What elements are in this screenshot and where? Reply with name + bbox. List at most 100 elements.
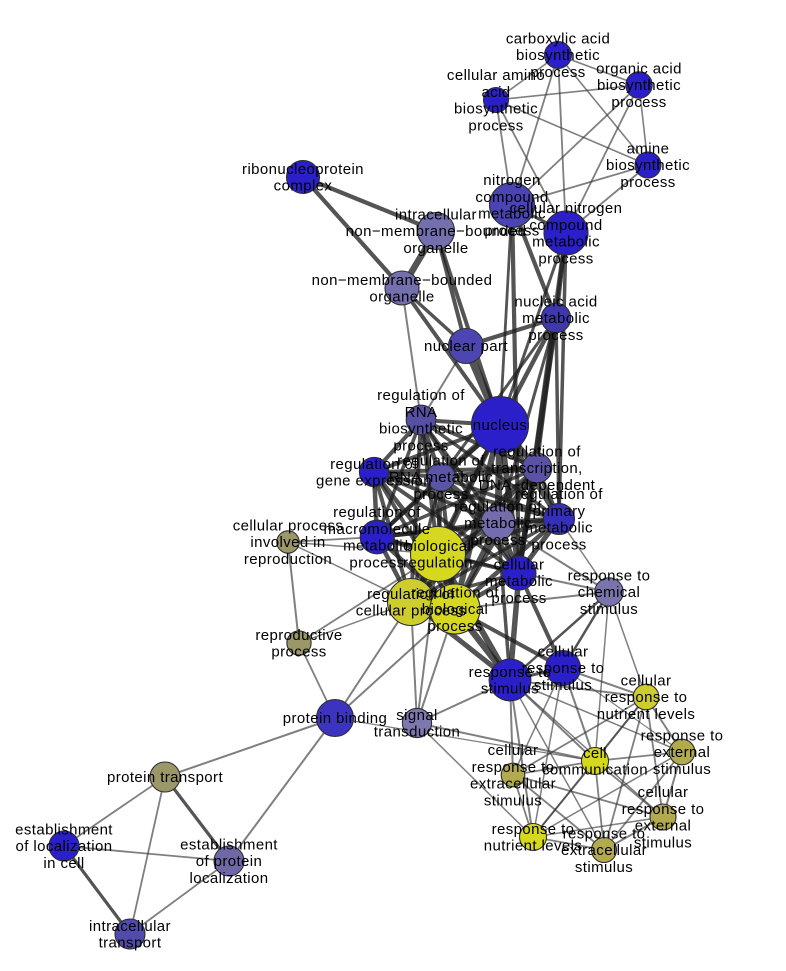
svg-text:compound: compound: [529, 217, 602, 234]
svg-text:nutrient levels: nutrient levels: [484, 838, 583, 855]
svg-text:intracellular: intracellular: [395, 206, 477, 223]
svg-text:response to: response to: [469, 664, 552, 681]
svg-text:regulation of: regulation of: [515, 486, 603, 503]
svg-text:macromolecule: macromolecule: [324, 521, 431, 538]
svg-text:nuclear part: nuclear part: [424, 338, 508, 355]
svg-text:cellular process: cellular process: [356, 603, 467, 620]
svg-text:in cell: in cell: [43, 855, 84, 872]
svg-text:stimulus: stimulus: [653, 761, 711, 778]
svg-text:transcription,: transcription,: [491, 460, 582, 477]
svg-text:cellular process: cellular process: [233, 517, 344, 534]
svg-text:biosynthetic: biosynthetic: [606, 157, 690, 174]
svg-text:process: process: [427, 618, 482, 635]
svg-text:process: process: [491, 590, 546, 607]
svg-text:response to: response to: [492, 821, 575, 838]
svg-text:DNA−dependent: DNA−dependent: [479, 477, 596, 494]
svg-text:compound: compound: [475, 189, 548, 206]
svg-text:communication: communication: [542, 762, 648, 779]
svg-text:cellular: cellular: [488, 742, 539, 759]
svg-text:cellular nitrogen: cellular nitrogen: [510, 200, 623, 217]
svg-text:organelle: organelle: [403, 240, 468, 257]
svg-text:reproductive: reproductive: [255, 627, 342, 644]
svg-text:process: process: [413, 486, 468, 503]
svg-text:cellular: cellular: [638, 784, 689, 801]
svg-text:process: process: [620, 174, 675, 191]
svg-text:nutrient levels: nutrient levels: [597, 706, 696, 723]
svg-text:metabolic: metabolic: [532, 234, 600, 251]
svg-text:regulation of: regulation of: [330, 456, 418, 473]
svg-text:process: process: [470, 532, 525, 549]
svg-text:transduction: transduction: [374, 724, 461, 741]
svg-text:regulation: regulation: [403, 555, 473, 572]
svg-text:metabolic: metabolic: [522, 310, 590, 327]
svg-text:transport: transport: [99, 935, 162, 952]
svg-text:biosynthetic: biosynthetic: [379, 421, 463, 438]
svg-text:regulation of: regulation of: [333, 504, 421, 521]
svg-text:process: process: [538, 250, 593, 267]
svg-text:response to: response to: [568, 567, 651, 584]
svg-text:establishment: establishment: [180, 836, 278, 853]
svg-text:regulation of: regulation of: [493, 443, 581, 460]
svg-text:nucleus: nucleus: [473, 417, 528, 434]
svg-text:process: process: [484, 222, 539, 239]
svg-text:metabolic: metabolic: [485, 573, 553, 590]
svg-text:process: process: [531, 536, 586, 553]
svg-text:process: process: [468, 117, 523, 134]
svg-text:stimulus: stimulus: [575, 859, 633, 876]
svg-text:involved in: involved in: [250, 534, 325, 551]
svg-text:extracellular: extracellular: [561, 842, 647, 859]
svg-text:RNA: RNA: [405, 404, 438, 421]
svg-text:primary: primary: [533, 503, 586, 520]
svg-text:regulation of: regulation of: [367, 586, 455, 603]
svg-text:extracellular: extracellular: [470, 776, 556, 793]
svg-text:cell: cell: [583, 745, 607, 762]
svg-text:metabolic: metabolic: [464, 515, 532, 532]
svg-text:non−membrane−bounded: non−membrane−bounded: [346, 223, 527, 240]
svg-text:biosynthetic: biosynthetic: [516, 47, 600, 64]
svg-text:nitrogen: nitrogen: [483, 172, 540, 189]
svg-text:regulation of: regulation of: [397, 452, 485, 469]
svg-text:process: process: [611, 94, 666, 111]
svg-text:intracellular: intracellular: [89, 918, 171, 935]
svg-text:amine: amine: [627, 140, 670, 157]
svg-text:localization: localization: [189, 870, 268, 887]
svg-text:stimulus: stimulus: [534, 677, 592, 694]
svg-text:cellular: cellular: [621, 672, 672, 689]
svg-text:cellular amino: cellular amino: [447, 67, 545, 84]
svg-text:gene expression: gene expression: [316, 473, 432, 490]
svg-text:response to: response to: [472, 759, 555, 776]
svg-text:biological: biological: [405, 538, 472, 555]
svg-text:response to: response to: [522, 660, 605, 677]
svg-text:ribonucleoprotein: ribonucleoprotein: [242, 161, 364, 178]
svg-text:stimulus: stimulus: [634, 834, 692, 851]
svg-text:regulation of: regulation of: [454, 498, 542, 515]
svg-text:response to: response to: [641, 727, 724, 744]
svg-text:response to: response to: [605, 689, 688, 706]
svg-text:process: process: [349, 554, 404, 571]
svg-text:stimulus: stimulus: [484, 792, 542, 809]
svg-text:biosynthetic: biosynthetic: [454, 101, 538, 118]
svg-text:RNA metabolic: RNA metabolic: [389, 469, 494, 486]
svg-text:regulation of: regulation of: [377, 387, 465, 404]
svg-text:cellular: cellular: [494, 556, 545, 573]
svg-text:metabolic: metabolic: [478, 206, 546, 223]
svg-text:cellular: cellular: [538, 643, 589, 660]
svg-text:process: process: [530, 64, 585, 81]
svg-text:metabolic: metabolic: [343, 538, 411, 555]
svg-text:stimulus: stimulus: [580, 601, 638, 618]
svg-text:response to: response to: [622, 801, 705, 818]
svg-text:response to: response to: [563, 825, 646, 842]
svg-text:metabolic: metabolic: [525, 520, 593, 537]
svg-text:stimulus: stimulus: [481, 681, 539, 698]
svg-text:reproduction: reproduction: [244, 551, 332, 568]
svg-text:protein transport: protein transport: [107, 769, 223, 786]
svg-text:external: external: [635, 818, 692, 835]
svg-text:process: process: [393, 437, 448, 454]
svg-text:chemical: chemical: [578, 584, 640, 601]
svg-text:of protein: of protein: [196, 853, 263, 870]
svg-text:non−membrane−bounded: non−membrane−bounded: [312, 272, 493, 289]
svg-text:nucleic acid: nucleic acid: [514, 293, 597, 310]
svg-text:complex: complex: [274, 178, 333, 195]
svg-text:process: process: [528, 327, 583, 344]
svg-text:carboxylic acid: carboxylic acid: [506, 30, 610, 47]
